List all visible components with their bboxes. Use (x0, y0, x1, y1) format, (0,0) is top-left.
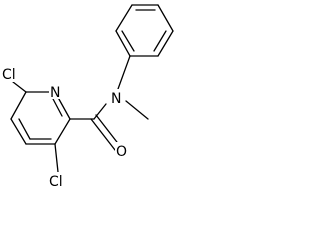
bond-n-to-carbonyl (93, 103, 107, 120)
bond-c3-cl (54, 143, 59, 173)
atom-cl-6-label: Cl (2, 67, 16, 83)
atom-cl-3: Cl (48, 172, 70, 190)
molecule-structure-diagram: Cl N N O Cl (0, 4, 174, 190)
carbonyl-double-bond (90, 114, 121, 151)
phenyl-ring (115, 4, 174, 57)
atom-ring-nitrogen-label: N (50, 85, 60, 101)
bond-phenyl-to-n (117, 55, 131, 90)
atom-amide-nitrogen: N (110, 89, 124, 107)
atom-ring-nitrogen: N (49, 83, 61, 101)
atom-carbonyl-oxygen: O (115, 142, 129, 160)
atom-amide-nitrogen-label: N (111, 91, 121, 107)
atom-cl-3-label: Cl (49, 174, 63, 190)
bond-n-methyl (125, 100, 149, 120)
atom-carbonyl-oxygen-label: O (116, 144, 127, 160)
pyridine-ring (10, 91, 71, 145)
atom-cl-6: Cl (0, 65, 23, 83)
bond-c6-cl (12, 81, 27, 93)
